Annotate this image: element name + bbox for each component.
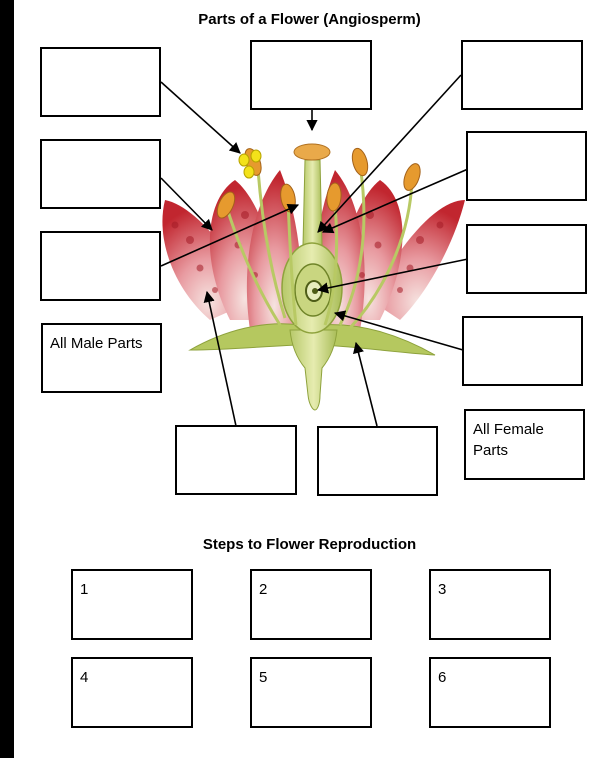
receptacle (289, 329, 338, 411)
step-box-6[interactable]: 6 (429, 657, 551, 728)
female-parts-box[interactable]: All Female Parts (464, 409, 585, 480)
label-box-style[interactable] (461, 40, 583, 110)
label-box-filament[interactable] (40, 231, 161, 301)
stamens (224, 164, 414, 330)
step-box-4[interactable]: 4 (71, 657, 193, 728)
male-parts-label: All Male Parts (50, 335, 143, 352)
label-box-stigma[interactable] (250, 40, 372, 110)
male-parts-box[interactable]: All Male Parts (41, 323, 162, 393)
left-margin-bar (0, 0, 14, 758)
step-number: 5 (259, 669, 268, 686)
label-box-anther[interactable] (40, 139, 161, 209)
pistil (281, 143, 343, 334)
diagram-title: Parts of a Flower (Angiosperm) (198, 11, 421, 28)
step-number: 6 (438, 669, 447, 686)
pollen-grains (238, 149, 262, 179)
step-number: 2 (259, 581, 268, 598)
step-box-5[interactable]: 5 (250, 657, 372, 728)
step-number: 3 (438, 581, 447, 598)
label-box-receptacle[interactable] (462, 316, 583, 386)
step-box-1[interactable]: 1 (71, 569, 193, 640)
step-number: 1 (80, 581, 89, 598)
label-box-ovary[interactable] (466, 131, 587, 201)
step-box-3[interactable]: 3 (429, 569, 551, 640)
label-box-sepal[interactable] (317, 426, 438, 496)
female-parts-label: All Female Parts (473, 421, 544, 459)
steps-title: Steps to Flower Reproduction (202, 536, 417, 553)
label-box-petal[interactable] (175, 425, 297, 495)
pointer-arrows (160, 74, 469, 427)
step-box-2[interactable]: 2 (250, 569, 372, 640)
step-number: 4 (80, 669, 89, 686)
label-box-anther-pollen[interactable] (40, 47, 161, 117)
label-box-ovule[interactable] (466, 224, 587, 294)
